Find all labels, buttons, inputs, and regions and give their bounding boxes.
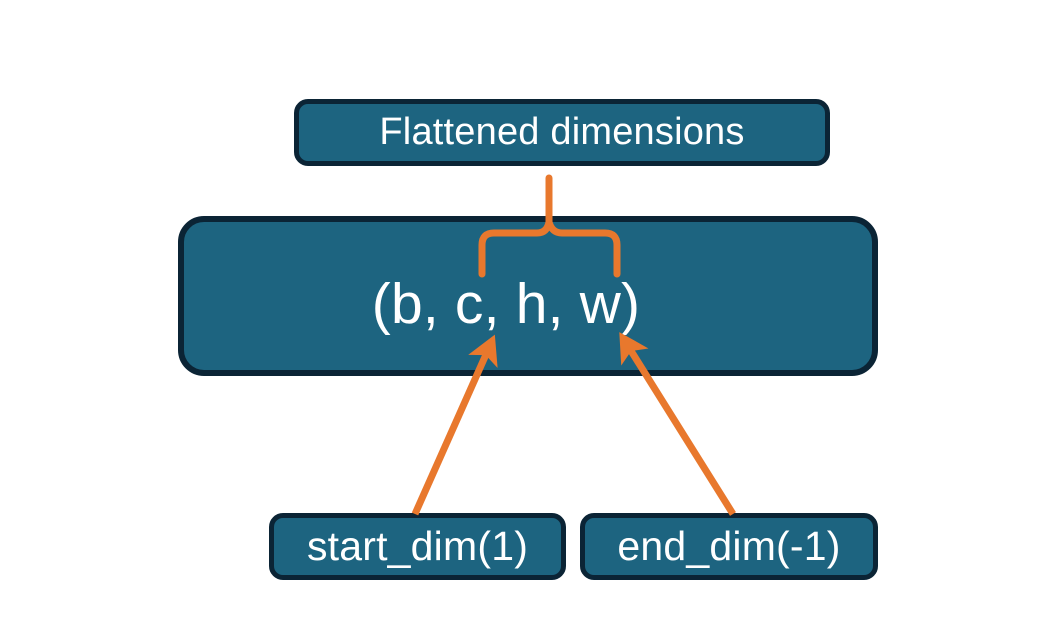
start-dim-arrow [411, 334, 498, 516]
curly-brace-connector [478, 174, 621, 278]
end-dim-arrow [619, 332, 736, 516]
